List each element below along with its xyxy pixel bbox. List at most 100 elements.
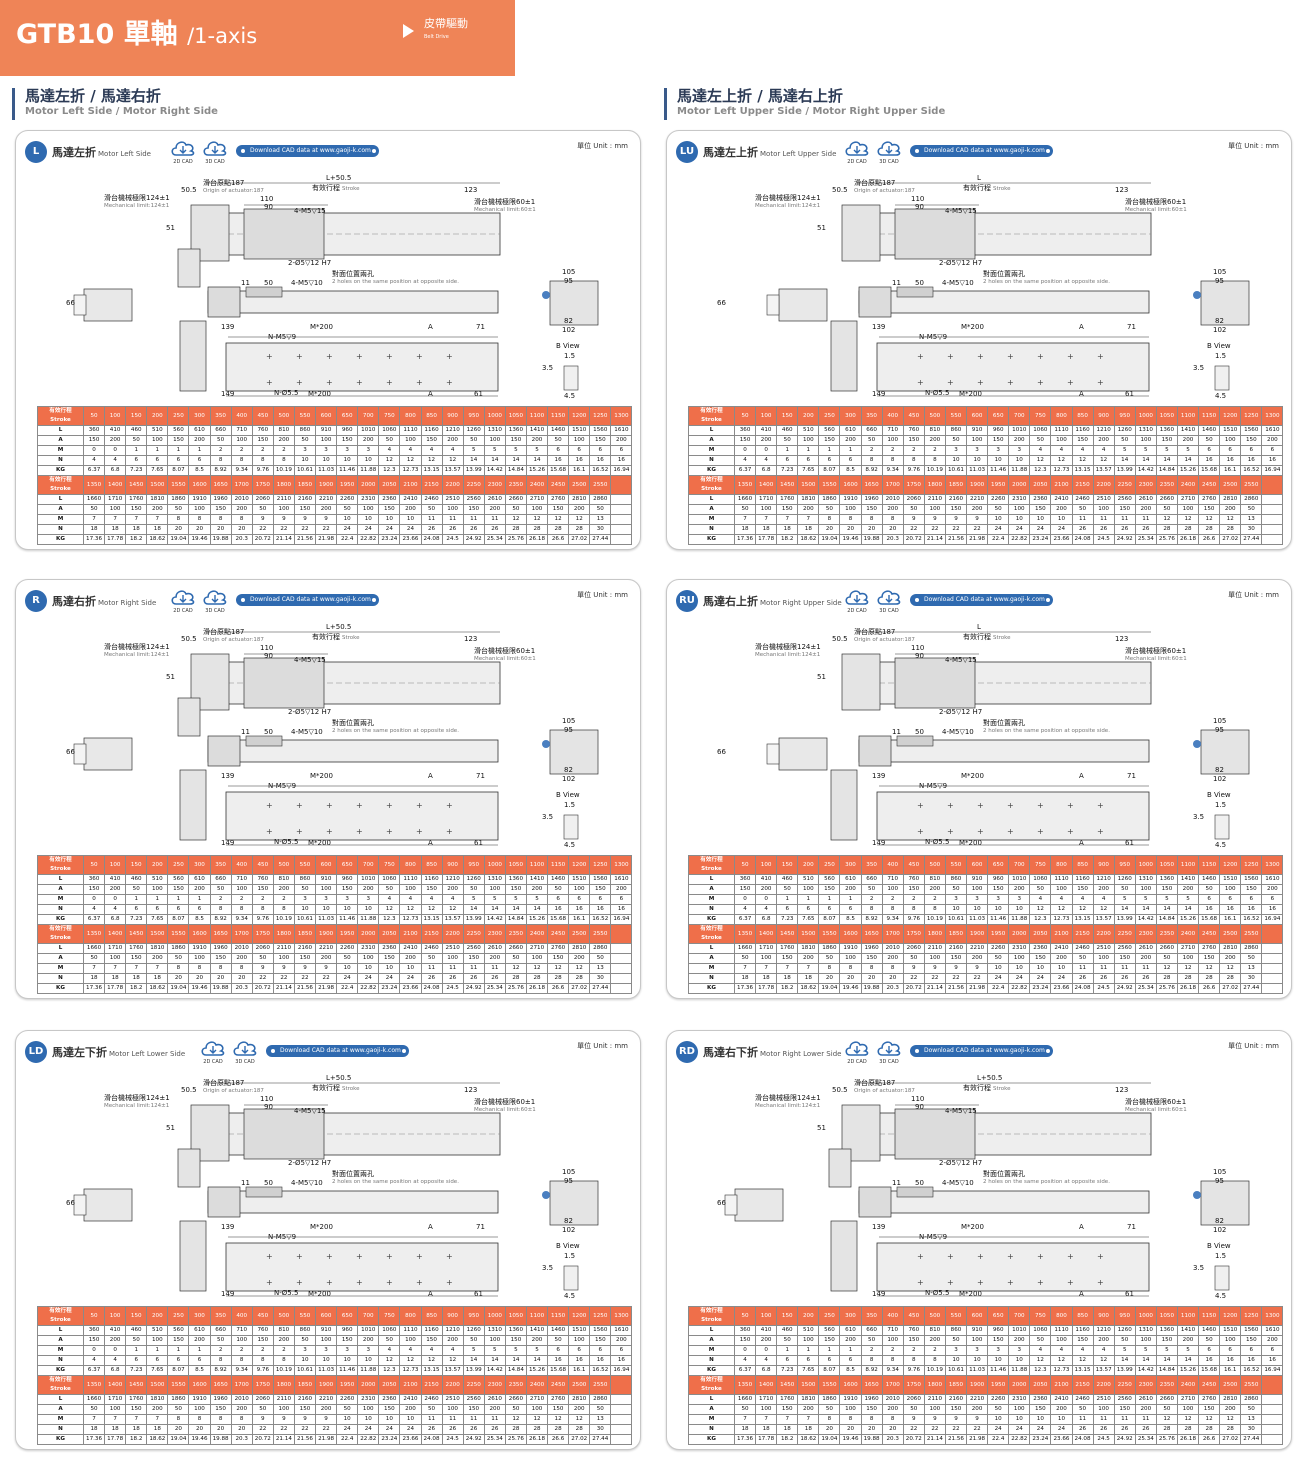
spec-cell: 19.88 — [209, 983, 232, 994]
stroke-value: 1250 — [589, 1306, 612, 1326]
spec-cell: 50 — [547, 1335, 570, 1346]
panel-code-badge: RU — [676, 590, 698, 612]
dim-11: 11 — [241, 1179, 250, 1187]
spec-cell: 22 — [293, 1424, 317, 1435]
spec-cell: 2 — [230, 894, 253, 905]
spec-cell: 18 — [146, 1424, 169, 1435]
spec-cell: 10.19 — [272, 1365, 295, 1376]
spec-cell: 12 — [1198, 963, 1221, 974]
cad-3d-icon[interactable]: 3D CAD — [874, 1039, 904, 1067]
spec-cell: 2860 — [1240, 494, 1263, 505]
spec-cell: 22.82 — [1008, 534, 1031, 545]
spec-cell: 150 — [1198, 1404, 1221, 1415]
spec-cell: 14.42 — [483, 914, 506, 925]
cad-3d-icon[interactable]: 3D CAD — [874, 588, 904, 616]
stroke-value: 1300 — [1261, 406, 1284, 426]
spec-cell: 150 — [167, 884, 190, 895]
spec-cell: 10 — [293, 1355, 317, 1366]
stroke-value: 1000 — [483, 406, 506, 426]
stroke-value: 950 — [1113, 855, 1136, 875]
spec-cell: 150 — [125, 504, 148, 515]
download-cad-link[interactable]: Download CAD data at www.gaoji-k.com — [910, 145, 1053, 157]
spec-cell: 11.03 — [966, 465, 989, 476]
spec-cell: 10.19 — [923, 1365, 946, 1376]
empty-cell — [610, 953, 633, 964]
spec-cell: 2860 — [589, 494, 612, 505]
download-cad-link[interactable]: Download CAD data at www.gaoji-k.com — [236, 145, 379, 157]
spec-cell: 8 — [251, 455, 274, 466]
stroke-value: 1950 — [336, 1375, 359, 1395]
dim-102: 102 — [562, 775, 576, 783]
spec-cell: 1660 — [733, 943, 757, 954]
spec-cell: 12.73 — [1050, 914, 1073, 925]
cad-3d-icon[interactable]: 3D CAD — [230, 1039, 260, 1067]
cad-3d-icon[interactable]: 3D CAD — [200, 588, 230, 616]
cad-2d-icon[interactable]: 2D CAD — [198, 1039, 228, 1067]
stroke-value: 700 — [357, 406, 380, 426]
spec-cell: 12 — [1219, 963, 1242, 974]
stroke-value: 700 — [1008, 1306, 1031, 1326]
spec-cell: 9 — [293, 963, 317, 974]
spec-cell: 100 — [966, 1335, 989, 1346]
spec-cell: 9.34 — [881, 914, 904, 925]
spec-cell: 410 — [104, 425, 127, 436]
spec-cell: 11.46 — [987, 914, 1010, 925]
spec-cell: 12 — [1050, 1355, 1073, 1366]
spec-cell: 2360 — [378, 943, 401, 954]
stroke-value: 2550 — [589, 1375, 612, 1395]
spec-cell: 5 — [504, 445, 527, 456]
spec-cell: 150 — [733, 435, 757, 446]
download-cad-link[interactable]: Download CAD data at www.gaoji-k.com — [910, 1045, 1053, 1057]
cad-3d-icon[interactable]: 3D CAD — [200, 139, 230, 167]
spec-cell: 2460 — [1071, 943, 1094, 954]
spec-cell: 8.5 — [839, 914, 862, 925]
spec-cell: 25.76 — [504, 983, 527, 994]
spec-cell: 12 — [1155, 514, 1178, 525]
spec-cell: 28 — [1198, 1424, 1221, 1435]
spec-cell: 18 — [125, 973, 148, 984]
stroke-value: 800 — [1050, 406, 1073, 426]
spec-cell: 100 — [881, 435, 904, 446]
spec-cell: 2310 — [1008, 1394, 1031, 1405]
spec-cell: 200 — [1008, 435, 1031, 446]
spec-cell: 660 — [860, 1325, 883, 1336]
cad-2d-icon[interactable]: 2D CAD — [842, 588, 872, 616]
spec-cell: 24 — [987, 524, 1010, 535]
spec-cell: 2 — [230, 1345, 253, 1356]
cad-2d-icon[interactable]: 2D CAD — [842, 1039, 872, 1067]
cad-3d-icon[interactable]: 3D CAD — [874, 139, 904, 167]
row-label: A — [688, 884, 735, 895]
spec-cell: 27.02 — [568, 983, 591, 994]
spec-cell: 100 — [797, 435, 820, 446]
spec-cell: 28 — [568, 1424, 591, 1435]
spec-cell: 14 — [525, 904, 549, 915]
cad-2d-icon[interactable]: 2D CAD — [168, 139, 198, 167]
spec-cell: 150 — [504, 1335, 527, 1346]
spec-cell: 8 — [860, 514, 883, 525]
spec-cell: 18.62 — [146, 534, 169, 545]
spec-cell: 10 — [1008, 1414, 1031, 1425]
spec-cell: 3 — [944, 894, 968, 905]
spec-cell: 200 — [104, 435, 127, 446]
spec-cell: 16 — [589, 904, 612, 915]
stroke-value: 500 — [923, 406, 946, 426]
download-cad-link[interactable]: Download CAD data at www.gaoji-k.com — [236, 594, 379, 606]
dim-82: 82 — [564, 766, 573, 774]
spec-cell: 7.65 — [797, 1365, 820, 1376]
spec-cell: 16.94 — [1261, 1365, 1284, 1376]
stroke-value: 1500 — [146, 475, 169, 495]
cad-2d-icon[interactable]: 2D CAD — [842, 139, 872, 167]
spec-cell: 18.2 — [776, 983, 799, 994]
stroke-value: 800 — [399, 855, 422, 875]
dim-82: 82 — [564, 317, 573, 325]
download-cad-link[interactable]: Download CAD data at www.gaoji-k.com — [910, 594, 1053, 606]
stroke-value: 2150 — [1071, 1375, 1094, 1395]
spec-cell: 960 — [987, 1325, 1010, 1336]
spec-cell: 11.03 — [315, 914, 338, 925]
cad-2d-icon[interactable]: 2D CAD — [168, 588, 198, 616]
download-cad-link[interactable]: Download CAD data at www.gaoji-k.com — [266, 1045, 409, 1057]
spec-cell: 5 — [1176, 445, 1200, 456]
